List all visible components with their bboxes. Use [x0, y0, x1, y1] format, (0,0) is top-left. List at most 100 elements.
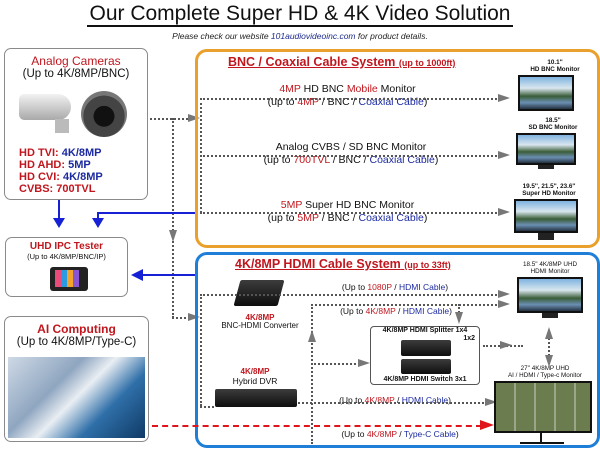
- monitor-stand-base: [520, 442, 564, 444]
- blue-connector-hdmi-tester: [142, 274, 197, 276]
- hdmi-system-title: 4K/8MP HDMI Cable System (up to 33ft): [235, 257, 451, 271]
- bnc-link-5mp-line: [200, 212, 500, 214]
- arrow-right-icon: [498, 290, 510, 298]
- connector-vertical-main: [172, 118, 174, 318]
- hdmi-link-1080p-line: [200, 294, 500, 296]
- blue-connector-cam-tester: [58, 200, 60, 220]
- ai-computing-subtitle: (Up to 4K/8MP/Type-C): [16, 336, 137, 348]
- ai-hdmi-typec-monitor-icon: [494, 381, 592, 433]
- dvr-spec: 4K/8MP: [240, 367, 270, 376]
- splitter-label: 4K/8MP HDMI Splitter 1x4: [382, 327, 468, 334]
- connector-to-hdmi: [172, 317, 194, 319]
- typec-link-label: (Up to 4K/8MP / Type-C Cable): [341, 429, 459, 439]
- hdmi-splitter-icon: [401, 340, 451, 356]
- website-link[interactable]: 101audiovideoinc.com: [270, 31, 356, 41]
- arrow-right-icon: [358, 359, 370, 367]
- splitter-switch-box: 4K/8MP HDMI Splitter 1x4 1x2 4K/8MP HDMI…: [370, 326, 480, 385]
- camera-specs-list: HD TVI: 4K/8MP HD AHD: 5MP HD CVI: 4K/8M…: [19, 147, 103, 195]
- arrow-up-icon: [545, 327, 553, 339]
- converter-spec: 4K/8MP: [245, 313, 275, 322]
- hdmi-dvr-to-switch: [314, 363, 364, 365]
- blue-arrow-left-icon: [131, 269, 143, 281]
- arrow-right-icon: [498, 94, 510, 102]
- analog-cameras-subtitle: (Up to 4K/8MP/BNC): [22, 68, 130, 80]
- arrow-right-icon: [188, 313, 200, 321]
- ipc-tester-subtitle: (Up to 4K/8MP/BNC/IP): [27, 252, 106, 261]
- hdmi-link-4k-line: [311, 304, 501, 306]
- ipc-tester-title: UHD IPC Tester: [29, 241, 104, 252]
- monitor-hd-bnc-icon: [518, 75, 574, 111]
- monitor-sd-bnc-label: 18.5''SD BNC Monitor: [528, 117, 578, 131]
- uhd-hdmi-monitor-icon: [517, 277, 583, 313]
- blue-arrow-down-icon: [53, 218, 65, 228]
- ai-robot-image: [8, 357, 145, 438]
- bnc-link-sd-label: Analog CVBS / SD BNC Monitor (up to 700T…: [263, 141, 439, 166]
- hybrid-dvr-icon: [215, 389, 297, 407]
- converter-name: BNC-HDMI Converter: [221, 321, 299, 330]
- page-subtitle: Please check our website 101audiovideoin…: [0, 31, 600, 41]
- arrow-right-icon: [498, 151, 510, 159]
- hdmi-system-box: [195, 252, 600, 448]
- title-text: Our Complete Super HD & 4K Video Solutio…: [87, 2, 513, 27]
- arrow-right-icon: [498, 300, 510, 308]
- arrow-down-icon: [545, 355, 553, 367]
- hdmi-splitter-feed: [458, 304, 460, 316]
- bullet-camera-icon: [19, 94, 71, 120]
- ai-computing-box: AI Computing (Up to 4K/8MP/Type-C): [4, 316, 149, 442]
- monitor-stand: [542, 313, 558, 318]
- bnc-system-box: [195, 49, 600, 248]
- arrow-down-icon: [455, 312, 463, 324]
- arrow-up-icon: [308, 330, 316, 342]
- monitor-hd-bnc-label: 10.1''HD BNC Monitor: [530, 59, 580, 73]
- connector-cam-to-bnc: [150, 118, 192, 120]
- spec-ahd: HD AHD: 5MP: [19, 159, 91, 171]
- arrow-down-icon: [169, 230, 177, 242]
- hdmi-link-1080p-label: (Up to 1080P / HDMI Cable): [341, 282, 449, 292]
- switch-label: 4K/8MP HDMI Switch 3x1: [383, 376, 467, 383]
- splitter-sub-label: 1x2: [463, 335, 475, 342]
- blue-connector-bnc-tester: [97, 212, 197, 214]
- monitor-stand: [540, 433, 542, 443]
- spec-tvi: HD TVI: 4K/8MP: [19, 147, 102, 159]
- arrow-right-icon: [498, 208, 510, 216]
- bnc-vertical-bus: [200, 98, 202, 213]
- page-title: Our Complete Super HD & 4K Video Solutio…: [0, 2, 600, 27]
- hdmi-left-bus: [200, 294, 202, 406]
- hdmi-link-dvr-label: (Up to 4K/8MP / HDMI Cable): [339, 395, 451, 405]
- ai-computing-title: AI Computing: [37, 322, 116, 336]
- hdmi-dvr-vertical: [311, 304, 313, 444]
- arrow-right-icon: [485, 398, 497, 406]
- dvr-name: Hybrid DVR: [232, 376, 278, 386]
- analog-cameras-box: Analog Cameras (Up to 4K/8MP/BNC) HD TVI…: [4, 48, 148, 200]
- bnc-link-mobile-line: [200, 98, 500, 100]
- arrow-right-icon: [500, 341, 512, 349]
- bnc-system-title: BNC / Coaxial Cable System (up to 1000ft…: [228, 55, 456, 69]
- red-arrow-right-icon: [480, 420, 494, 430]
- camera-mount-icon: [55, 119, 69, 133]
- dome-camera-icon: [81, 91, 127, 137]
- monitor-super-hd-icon: [514, 199, 578, 233]
- bnc-link-5mp-label: 5MP Super HD BNC Monitor (up to 5MP / BN…: [267, 199, 428, 224]
- hdmi-dvr-to-monitor: [298, 402, 488, 404]
- monitor-stand: [538, 165, 554, 169]
- spec-cvi: HD CVI: 4K/8MP: [19, 171, 103, 183]
- subtitle-suffix: for product details.: [355, 31, 428, 41]
- subtitle-prefix: Please check our website: [172, 31, 271, 41]
- blue-arrow-down-icon: [92, 218, 104, 228]
- ipc-tester-device-icon: [50, 267, 88, 291]
- hdmi-switch-icon: [401, 359, 451, 374]
- blue-connector-bnc-tester-v: [97, 212, 99, 220]
- analog-cameras-title: Analog Cameras: [31, 54, 121, 68]
- bnc-link-sd-line: [200, 155, 500, 157]
- spec-cvbs: CVBS: 700TVL: [19, 183, 96, 195]
- monitor-stand: [538, 233, 554, 240]
- ipc-tester-box: UHD IPC Tester (Up to 4K/8MP/BNC/IP): [5, 237, 128, 297]
- monitor-link-vertical: [548, 330, 550, 364]
- monitor-sd-bnc-icon: [516, 133, 576, 165]
- hdmi-link-4k-label: (Up to 4K/8MP / HDMI Cable): [340, 306, 452, 316]
- bnc-link-mobile-label: 4MP HD BNC Mobile Monitor (up to 4MP / B…: [267, 83, 428, 108]
- bnc-hdmi-converter-icon: [233, 280, 285, 306]
- hdmi-bus-to-dvr: [200, 406, 214, 408]
